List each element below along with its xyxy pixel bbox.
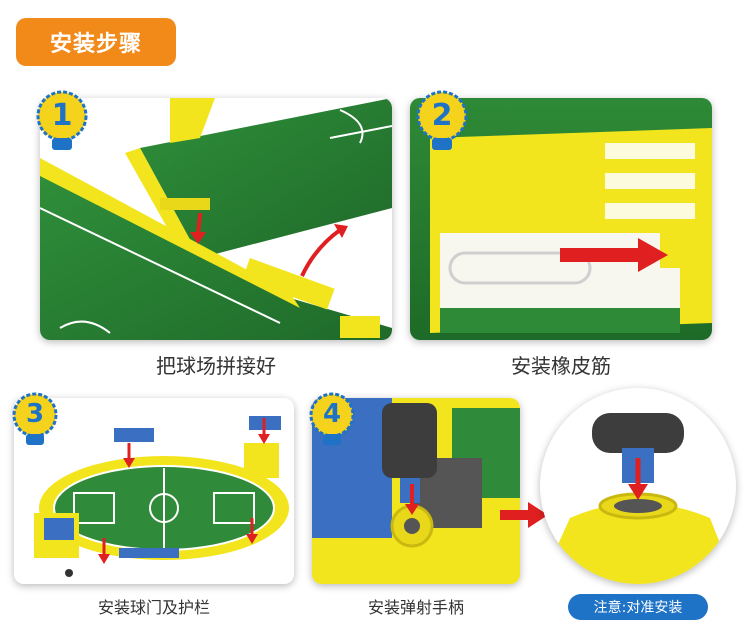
step-1-panel [40, 98, 392, 340]
step-3-caption: 安装球门及护栏 [14, 594, 294, 618]
step-3-number: 3 [22, 399, 48, 429]
step-1-number: 1 [48, 98, 76, 133]
step-4-number: 4 [319, 399, 345, 429]
section-title-badge: 安装步骤 [16, 18, 176, 66]
note-badge: 注意:对准安装 [568, 594, 708, 620]
goal-left-icon [44, 518, 74, 540]
step-1-caption: 把球场拼接好 [40, 350, 392, 379]
step-4-caption: 安装弹射手柄 [312, 594, 520, 618]
step-1-illustration [40, 98, 392, 340]
handle-cap-icon [592, 413, 684, 453]
detail-illustration [540, 388, 736, 584]
step-2-number: 2 [428, 98, 456, 133]
step-2-caption: 安装橡皮筋 [410, 350, 712, 379]
detail-zoom-circle [540, 388, 736, 584]
handle-icon [382, 403, 437, 478]
